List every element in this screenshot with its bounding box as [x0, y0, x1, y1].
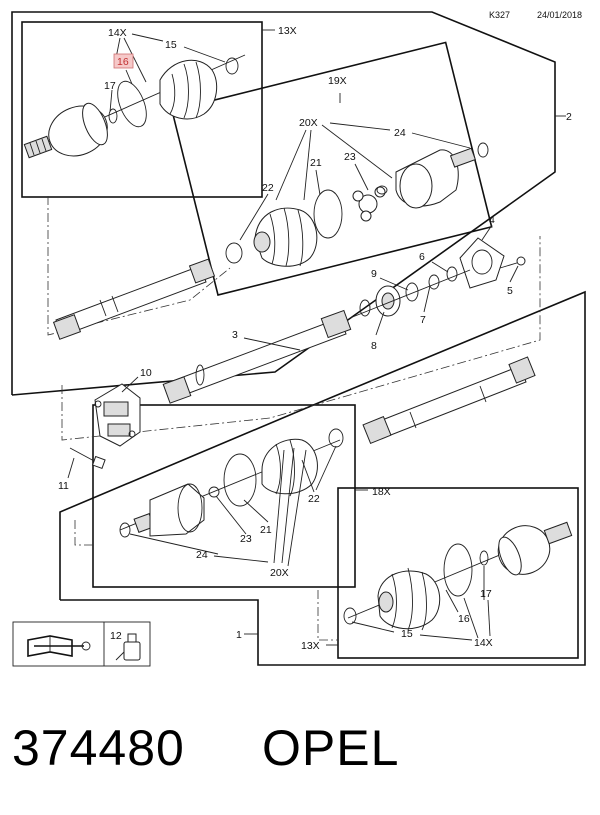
callout-12: 12: [110, 630, 122, 642]
callout-13x-bot: 13X: [301, 640, 320, 652]
callout-16-bot: 16: [458, 613, 470, 625]
grease-tube-icon: [115, 633, 141, 661]
callout-9: 9: [371, 268, 377, 280]
inner-joint-top: [225, 142, 489, 267]
callout-1: 1: [236, 629, 242, 641]
callout-24-top: 24: [394, 127, 406, 139]
diagram-date: 24/01/2018: [537, 10, 582, 20]
outer-joint-top: [23, 54, 246, 159]
legend-box: 12: [12, 621, 151, 667]
dashed-region-mid: [61, 236, 541, 441]
brand-name: OPEL: [262, 720, 399, 776]
callout-15-bot: 15: [401, 628, 413, 640]
box-13x-bottom: [337, 487, 579, 659]
support-bracket: [69, 383, 141, 470]
main-shaft: [162, 309, 352, 404]
callout-24-bot: 24: [196, 549, 208, 561]
diagram-ref: K327: [489, 10, 510, 20]
callout-18x: 18X: [372, 486, 391, 498]
callout-17-top: 17: [104, 80, 116, 92]
callout-8: 8: [371, 340, 377, 352]
outer-joint-bottom: [343, 521, 573, 631]
callout-5: 5: [507, 285, 513, 297]
dashed-region-bottom-left: [74, 520, 93, 546]
callout-7: 7: [420, 314, 426, 326]
callout-20x-bot: 20X: [270, 567, 289, 579]
callout-15-top: 15: [165, 39, 177, 51]
callout-10: 10: [140, 367, 152, 379]
inner-joint-bottom: [119, 428, 344, 538]
callout-16-top: 16: [117, 56, 129, 68]
highlighted-part-marker: [113, 53, 134, 69]
callout-23-bot: 23: [240, 533, 252, 545]
callout-21-top: 21: [310, 157, 322, 169]
bearing-assembly: [349, 237, 526, 319]
part-number: 374480: [12, 720, 185, 776]
callout-19x: 19X: [328, 75, 347, 87]
assembly-2-outline: [11, 11, 556, 396]
manual-wrench-icon: [27, 635, 91, 657]
callout-20x-top: 20X: [299, 117, 318, 129]
box-18x: [92, 404, 356, 588]
callout-2: 2: [566, 111, 572, 123]
callout-14x-top: 14X: [108, 27, 127, 39]
callout-6: 6: [419, 251, 425, 263]
assembly-1-outline: [59, 290, 586, 666]
callout-3: 3: [232, 329, 238, 341]
dashed-region-top: [47, 196, 231, 336]
box-19x: [171, 41, 493, 296]
leader-lines: [67, 33, 519, 641]
callout-11: 11: [58, 480, 69, 492]
callout-22-bot: 22: [308, 493, 320, 505]
callout-14x-bot: 14X: [474, 637, 493, 649]
callout-13x-top: 13X: [278, 25, 297, 37]
callout-21-bot: 21: [260, 524, 272, 536]
callout-22-top: 22: [262, 182, 274, 194]
callout-labels: 14X 15 16 17 13X 19X 2 20X 24 21 23 22 4…: [58, 25, 572, 652]
callout-23-top: 23: [344, 151, 356, 163]
box-13x-top: [21, 21, 263, 198]
callout-17-bot: 17: [480, 588, 492, 600]
intermediate-shaft-top: [52, 258, 216, 340]
dashed-region-bottom-right: [317, 590, 338, 641]
callout-4: 4: [489, 214, 495, 226]
intermediate-shaft-bottom: [362, 356, 536, 445]
